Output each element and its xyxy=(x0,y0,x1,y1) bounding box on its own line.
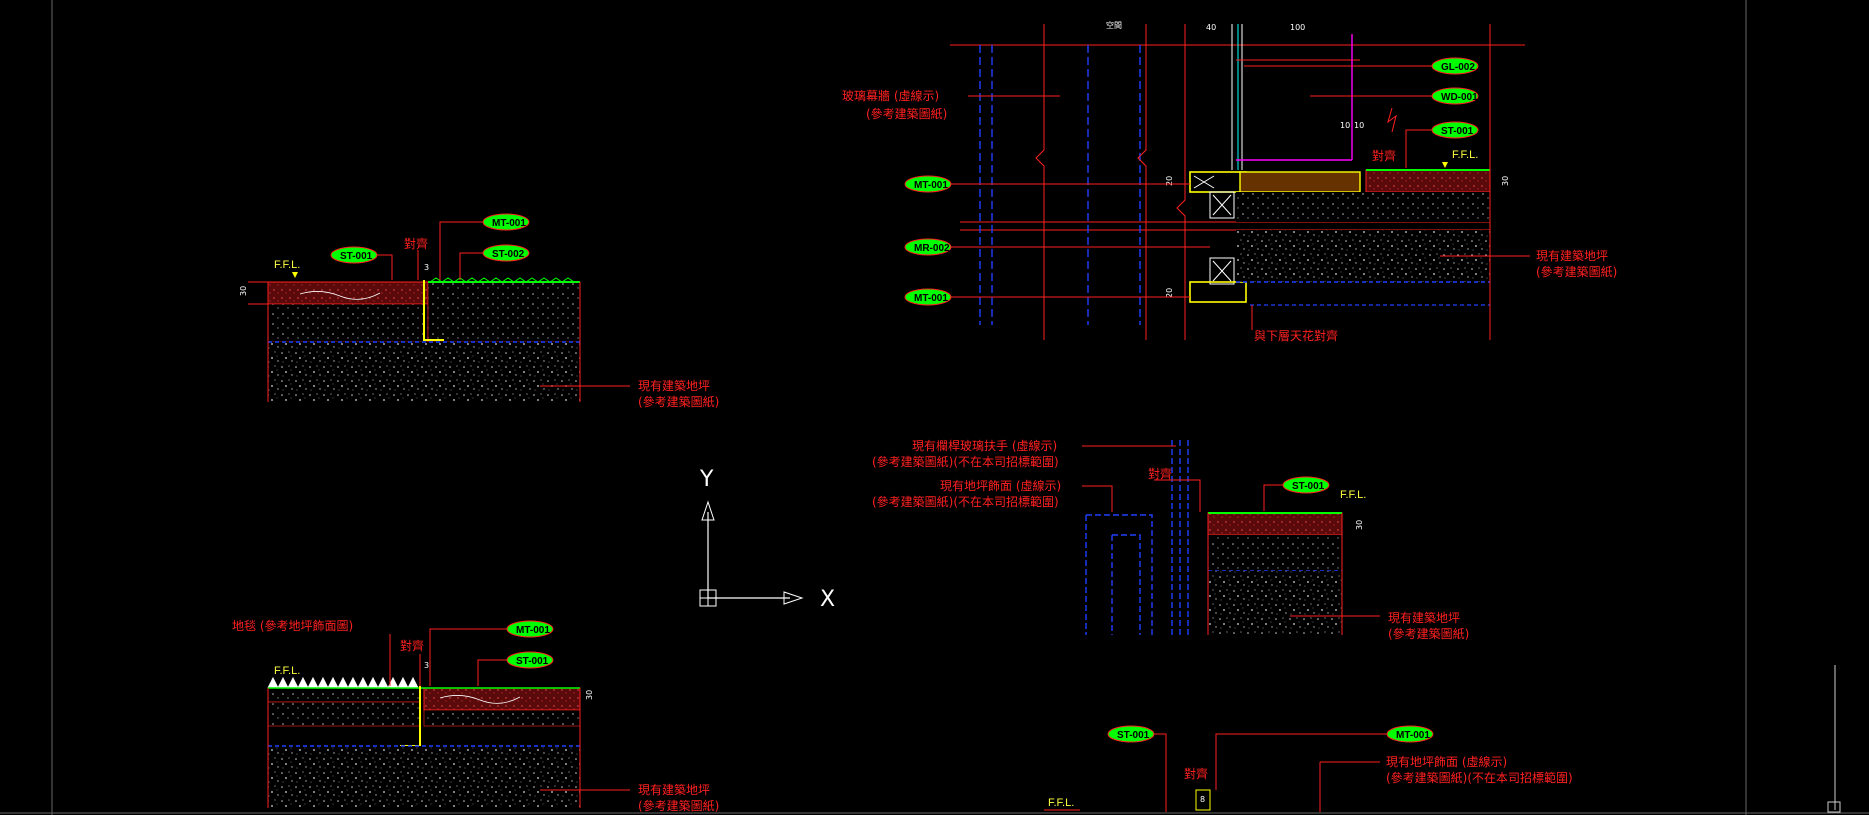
svg-text:GL-002: GL-002 xyxy=(1441,62,1475,73)
svg-text:MT-001: MT-001 xyxy=(914,180,948,191)
ref-arch-label-1: (參考建築圖紙) xyxy=(638,394,719,409)
tag-mt001-1[interactable]: MT-001 xyxy=(482,213,530,231)
align-label-3: 對齊 xyxy=(1372,149,1396,163)
align-label-2: 對齊 xyxy=(400,639,424,653)
dim-gap: 空間 xyxy=(1106,20,1122,30)
svg-text:ST-001: ST-001 xyxy=(516,656,549,667)
dim-30-3: 30 xyxy=(1501,176,1510,186)
dim-30-1: 30 xyxy=(239,286,248,296)
tag-mr002[interactable]: MR-002 xyxy=(904,238,952,256)
detail-glass-curtain-wall xyxy=(950,24,1525,340)
svg-text:ST-001: ST-001 xyxy=(340,251,373,262)
tag-gl002[interactable]: GL-002 xyxy=(1431,57,1479,75)
align-ceiling-label: 與下層天花對齊 xyxy=(1254,328,1338,343)
existing-floor-label-2: 現有建築地坪 xyxy=(638,782,710,797)
dim-10a: 10 xyxy=(1340,121,1350,130)
ffl-label-3: F.F.L. xyxy=(1452,149,1478,161)
svg-text:MT-001: MT-001 xyxy=(516,625,550,636)
svg-text:ST-001: ST-001 xyxy=(1441,126,1474,137)
ffl-label-5: F.F.L. xyxy=(1048,797,1074,809)
svg-text:MR-002: MR-002 xyxy=(914,243,950,254)
tag-st001-1[interactable]: ST-001 xyxy=(330,246,378,264)
detail-carpet-stone-joint xyxy=(267,676,581,808)
svg-text:MT-001: MT-001 xyxy=(914,293,948,304)
ref-arch-label-4: (參考建築圖紙) xyxy=(1536,264,1617,279)
existing-floor-label-3: 現有建築地坪 xyxy=(1536,248,1608,263)
carpet-label: 地毯 (參考地坪飾面圖) xyxy=(232,618,353,633)
dim-10b: 10 xyxy=(1354,121,1364,130)
svg-text:WD-001: WD-001 xyxy=(1441,92,1478,103)
tag-st001-3[interactable]: ST-001 xyxy=(1431,121,1479,139)
dim-20-bottom: 20 xyxy=(1165,288,1174,298)
svg-text:ST-002: ST-002 xyxy=(492,249,525,260)
axis-x-label: X xyxy=(820,587,835,612)
tag-mt001-2[interactable]: MT-001 xyxy=(506,620,554,638)
dim-30-2: 30 xyxy=(585,690,594,700)
tag-mt001-4[interactable]: MT-001 xyxy=(904,288,952,306)
align-label-5: 對齊 xyxy=(1184,767,1208,781)
tag-st001-2[interactable]: ST-001 xyxy=(506,651,554,669)
ucs-axis-icon xyxy=(699,500,804,607)
axis-y-label: Y xyxy=(699,467,714,492)
existing-floor-label-1: 現有建築地坪 xyxy=(638,378,710,393)
ref-arch-label-2: (參考建築圖紙) xyxy=(638,798,719,813)
tag-wd001[interactable]: WD-001 xyxy=(1431,87,1479,105)
tag-mt001-5[interactable]: MT-001 xyxy=(1386,725,1434,743)
ref-arch-label-3: (參考建築圖紙) xyxy=(866,106,947,121)
existing-rail-label: 現有欄桿玻璃扶手 (虛線示) xyxy=(912,438,1057,453)
align-label-1: 對齊 xyxy=(404,237,428,251)
glass-curtain-label: 玻璃幕牆 (虛線示) xyxy=(842,88,939,103)
ffl-label-1: F.F.L. xyxy=(274,259,300,271)
dim-3-2: 3 xyxy=(424,661,429,670)
ucs-marker-box xyxy=(1827,801,1841,813)
ref-not-scope-label-3: (參考建築圖紙)(不在本司招標範圍) xyxy=(1386,770,1573,785)
align-label-4: 對齊 xyxy=(1148,467,1172,481)
dim-20-top: 20 xyxy=(1165,176,1174,186)
ffl-label-2: F.F.L. xyxy=(274,665,300,677)
ref-not-scope-label-1: (參考建築圖紙)(不在本司招標範圍) xyxy=(872,454,1059,469)
tag-st002-1[interactable]: ST-002 xyxy=(482,244,530,262)
detail-stone-metal-joint xyxy=(248,277,581,402)
tag-st001-5[interactable]: ST-001 xyxy=(1107,725,1155,743)
svg-text:MT-001: MT-001 xyxy=(1396,730,1430,741)
dim-8: 8 xyxy=(1200,795,1205,804)
svg-text:ST-001: ST-001 xyxy=(1292,481,1325,492)
dim-30-4: 30 xyxy=(1355,520,1364,530)
dim-40: 40 xyxy=(1206,23,1216,32)
existing-finish-label-2: 現有地坪飾面 (虛線示) xyxy=(1386,754,1507,769)
existing-floor-label-4: 現有建築地坪 xyxy=(1388,610,1460,625)
ref-arch-label-5: (參考建築圖紙) xyxy=(1388,626,1469,641)
ref-not-scope-label-2: (參考建築圖紙)(不在本司招標範圍) xyxy=(872,494,1059,509)
svg-text:ST-001: ST-001 xyxy=(1117,730,1150,741)
detail-existing-rail xyxy=(1085,440,1343,635)
dim-3-1: 3 xyxy=(424,263,429,272)
tag-st001-4[interactable]: ST-001 xyxy=(1282,476,1330,494)
ffl-label-4: F.F.L. xyxy=(1340,489,1366,501)
tag-mt001-3[interactable]: MT-001 xyxy=(904,175,952,193)
existing-finish-label-1: 現有地坪飾面 (虛線示) xyxy=(940,478,1061,493)
svg-text:MT-001: MT-001 xyxy=(492,218,526,229)
dim-100: 100 xyxy=(1290,23,1305,32)
